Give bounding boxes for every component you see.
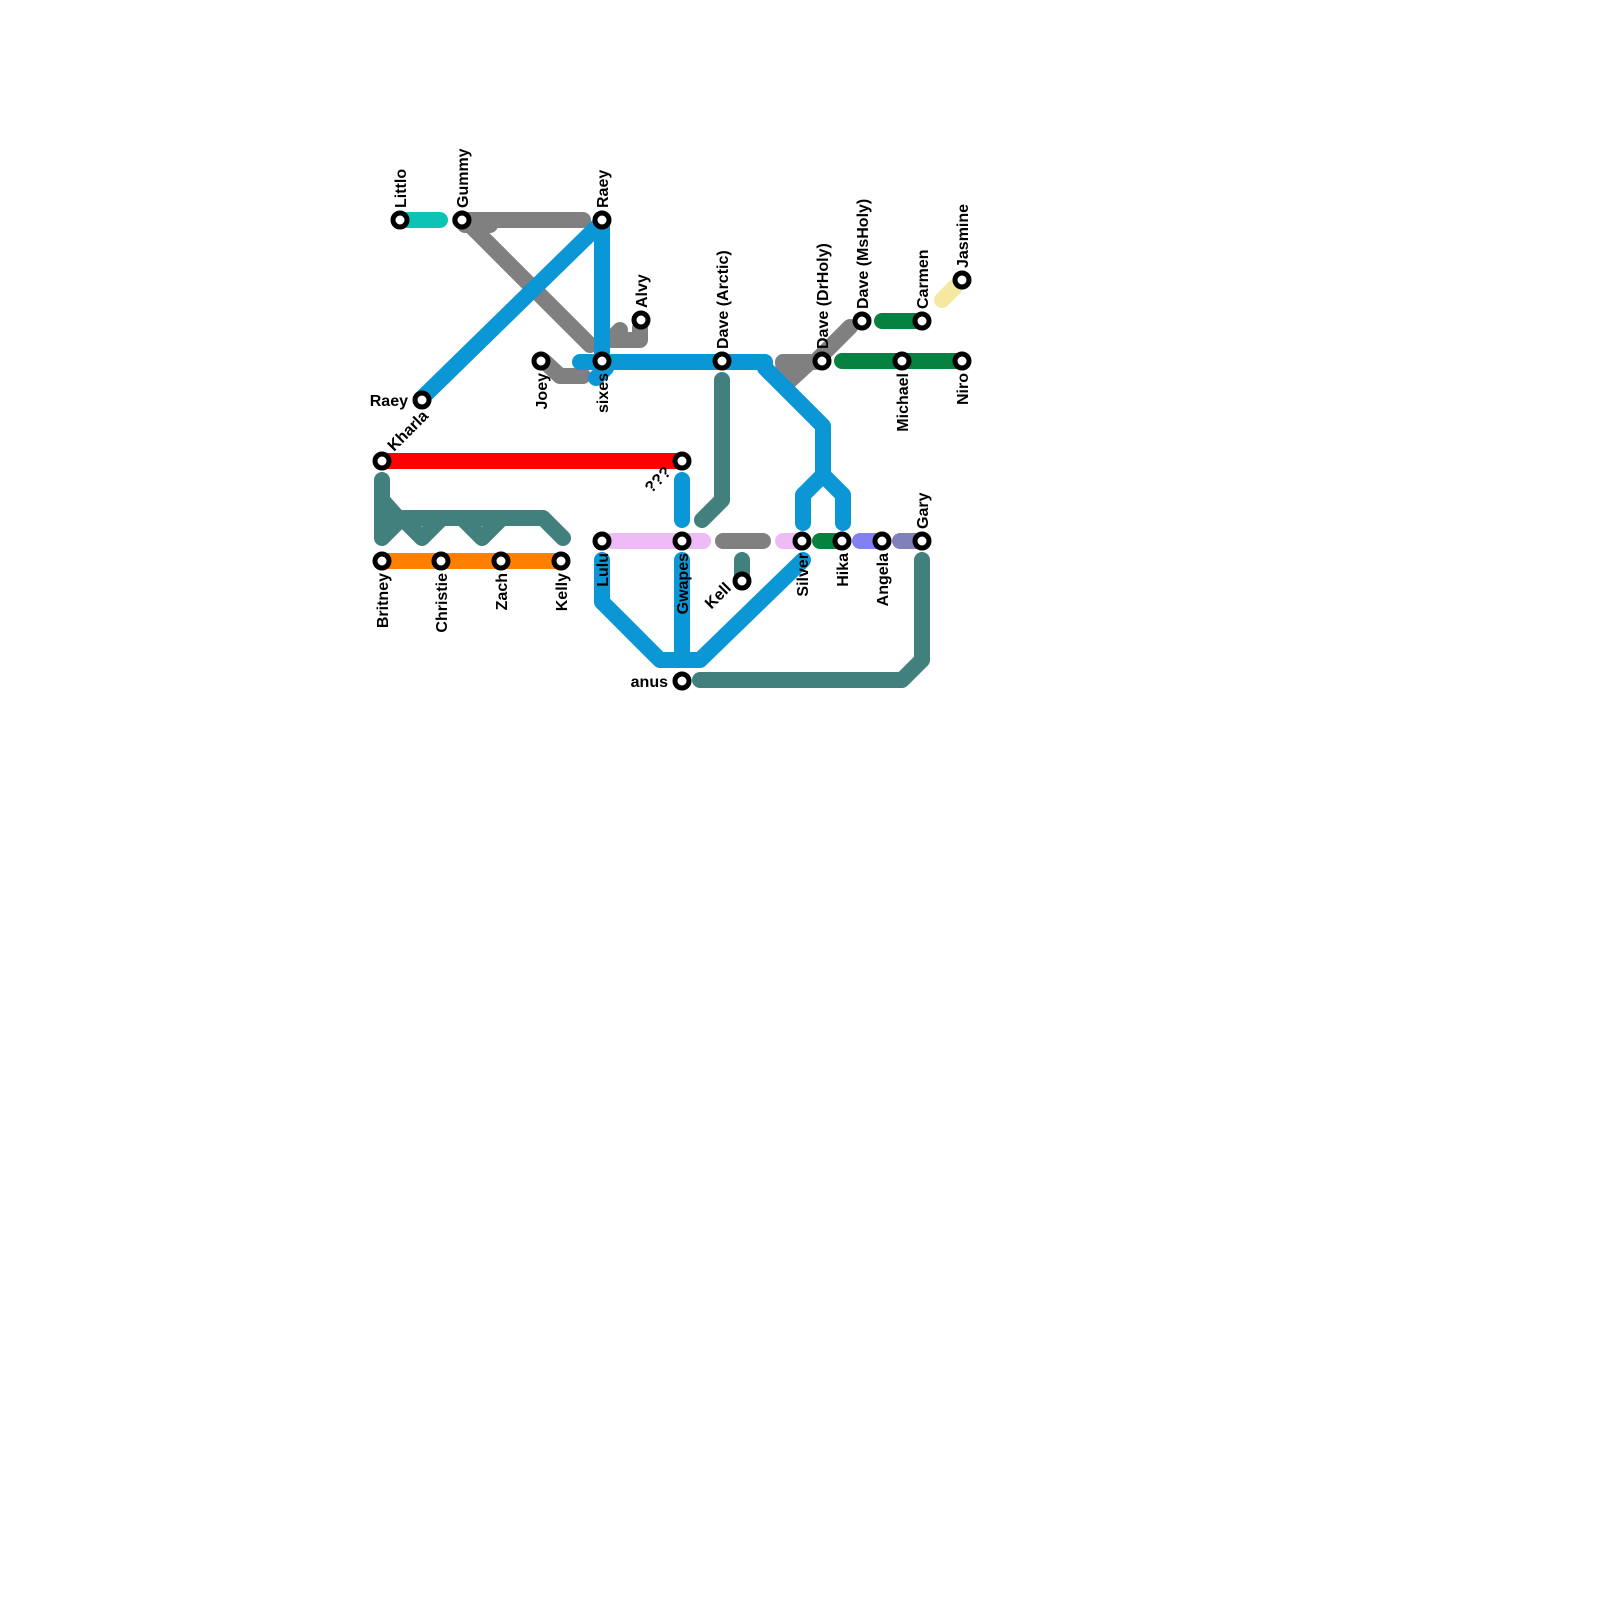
station-unknown[interactable] [672, 451, 692, 471]
station-anus[interactable] [672, 671, 692, 691]
station-kelly[interactable] [551, 551, 571, 571]
station-kell[interactable] [732, 571, 752, 591]
label-dave-drholy: Dave (DrHoly) [815, 243, 832, 349]
label-alvy: Alvy [634, 274, 651, 308]
label-lulu: Lulu [595, 553, 612, 587]
label-raey-left: Raey [370, 393, 408, 410]
label-gummy: Gummy [455, 148, 472, 208]
label-angela: Angela [875, 553, 892, 606]
label-gary: Gary [915, 492, 932, 529]
label-joey: Joey [534, 373, 551, 410]
station-jasmine[interactable] [952, 270, 972, 290]
label-littlo: Littlo [393, 169, 410, 208]
line-gray-joey [537, 354, 591, 384]
label-gwapes: Gwapes [675, 553, 692, 614]
line-blue-raey-diagonal [414, 218, 606, 406]
station-raey-top[interactable] [592, 210, 612, 230]
station-christie[interactable] [431, 551, 451, 571]
station-angela[interactable] [872, 531, 892, 551]
label-anus: anus [631, 674, 668, 691]
station-littlo[interactable] [390, 210, 410, 230]
station-gummy[interactable] [452, 210, 472, 230]
station-lulu[interactable] [592, 531, 612, 551]
stations [372, 210, 972, 691]
station-joey[interactable] [531, 351, 551, 371]
label-carmen: Carmen [915, 249, 932, 309]
line-dark-teal-comb [374, 472, 571, 546]
label-zach: Zach [494, 573, 511, 610]
station-gary[interactable] [912, 531, 932, 551]
label-dave-msholy: Dave (MsHoly) [855, 199, 872, 309]
line-blue-lulu-loop [594, 552, 811, 668]
station-niro[interactable] [952, 351, 972, 371]
line-blue-sixes-arctic [572, 354, 851, 531]
station-michael[interactable] [892, 351, 912, 371]
station-dave-arctic[interactable] [712, 351, 732, 371]
line-gray-alvy [602, 320, 648, 348]
station-silver[interactable] [792, 531, 812, 551]
label-michael: Michael [895, 373, 912, 432]
label-kell: Kell [702, 580, 735, 613]
label-kelly: Kelly [554, 573, 571, 611]
station-hika[interactable] [832, 531, 852, 551]
label-silver: Silver [795, 553, 812, 597]
label-sixes: sixes [595, 373, 612, 413]
label-kharla: Kharla [385, 408, 432, 455]
label-dave-arctic: Dave (Arctic) [715, 250, 732, 349]
line-gray-drholy [775, 354, 818, 393]
label-niro: Niro [955, 373, 972, 405]
label-christie: Christie [434, 573, 451, 633]
label-raey-top: Raey [595, 170, 612, 208]
station-raey-left[interactable] [412, 390, 432, 410]
line-pale-yellow [934, 279, 963, 308]
label-jasmine: Jasmine [955, 204, 972, 268]
station-britney[interactable] [372, 551, 392, 571]
label-hika: Hika [835, 553, 852, 587]
station-dave-drholy[interactable] [812, 351, 832, 371]
station-kharla[interactable] [372, 451, 392, 471]
station-alvy[interactable] [631, 310, 651, 330]
line-dark-teal-anus-gary [692, 552, 930, 688]
line-dark-teal-arctic [694, 372, 730, 528]
station-sixes[interactable] [592, 351, 612, 371]
station-gwapes[interactable] [672, 531, 692, 551]
label-britney: Britney [375, 573, 392, 628]
station-zach[interactable] [491, 551, 511, 571]
station-carmen[interactable] [912, 311, 932, 331]
station-dave-msholy[interactable] [852, 311, 872, 331]
